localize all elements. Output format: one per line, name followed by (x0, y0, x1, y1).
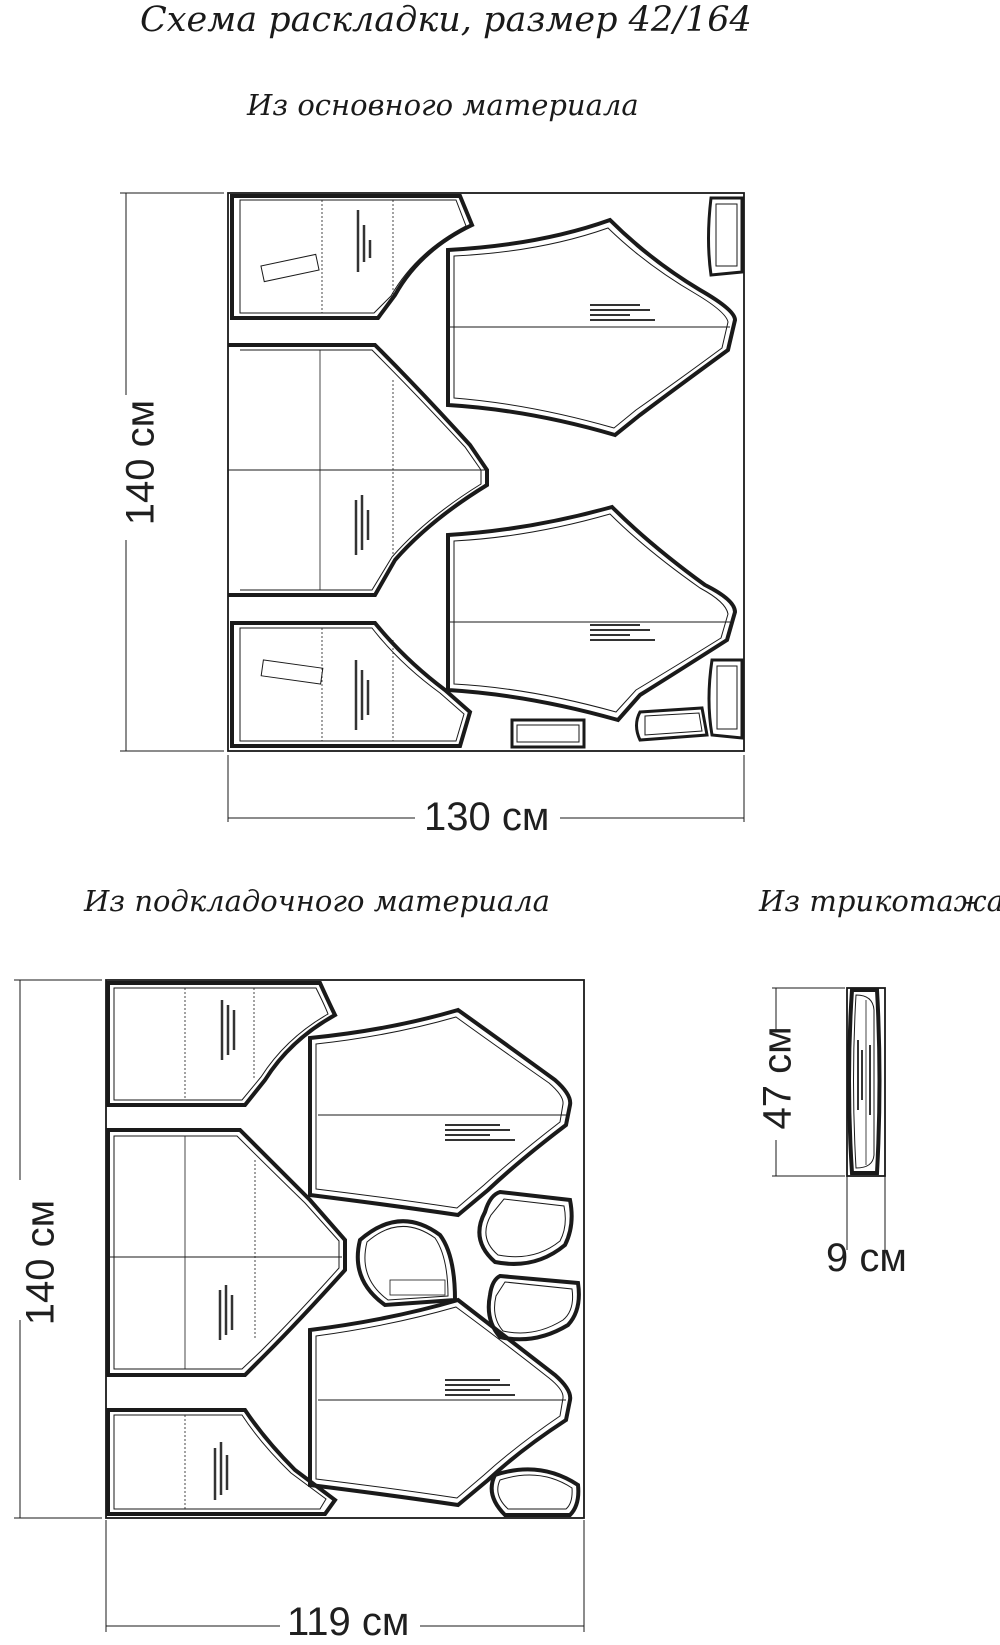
knit-piece-cuff (847, 988, 882, 1175)
lining-sleeve-upper (308, 1007, 573, 1218)
lining-piece-front-top (106, 981, 338, 1107)
main-fabric-sheet (227, 192, 745, 752)
main-piece-strip-2 (635, 706, 709, 742)
lining-height-dimension (14, 979, 102, 1519)
lining-fabric-label: Из подкладочного материала (84, 884, 550, 918)
lining-fabric-layout (14, 979, 585, 1632)
main-piece-front-top (230, 194, 475, 320)
main-pocket-flap-1 (260, 253, 320, 283)
lining-width-label: 119 см (287, 1600, 410, 1644)
lining-pocket-2 (477, 1189, 574, 1266)
knit-fabric-label: Из трикотажа (759, 884, 1000, 918)
main-fabric-label: Из основного материала (247, 88, 639, 122)
main-fabric-layout (120, 192, 745, 822)
main-width-dimension (227, 755, 745, 822)
knit-width-label: 9 см (826, 1236, 907, 1280)
main-piece-collar-top (707, 196, 744, 277)
knit-fabric-layout (772, 987, 886, 1250)
lining-sleeve-lower (308, 1297, 573, 1508)
lining-pocket-1 (355, 1219, 458, 1308)
main-pocket-flap-2 (260, 659, 324, 685)
main-piece-back (228, 343, 489, 597)
main-piece-collar-bottom (707, 658, 744, 740)
lining-piece-back (106, 1128, 347, 1377)
main-sleeve-lower (446, 504, 738, 723)
knit-height-label: 47 см (755, 1026, 800, 1130)
layout-title: Схема раскладки, размер 42/164 (140, 0, 752, 40)
lining-piece-front-bottom (106, 1408, 338, 1516)
main-piece-front-bottom (230, 621, 473, 748)
main-piece-strip-1 (510, 718, 586, 749)
knit-height-dimension (772, 987, 845, 1177)
main-width-label: 130 см (424, 795, 550, 839)
main-sleeve-upper (446, 217, 738, 438)
main-height-dimension (120, 192, 224, 752)
lining-width-dimension (105, 1520, 585, 1632)
lining-pocket-3 (486, 1273, 581, 1342)
main-height-label: 140 см (118, 399, 163, 526)
knit-width-dimension (846, 1176, 886, 1250)
lining-pocket-4 (489, 1467, 581, 1517)
lining-height-label: 140 см (18, 1199, 63, 1326)
